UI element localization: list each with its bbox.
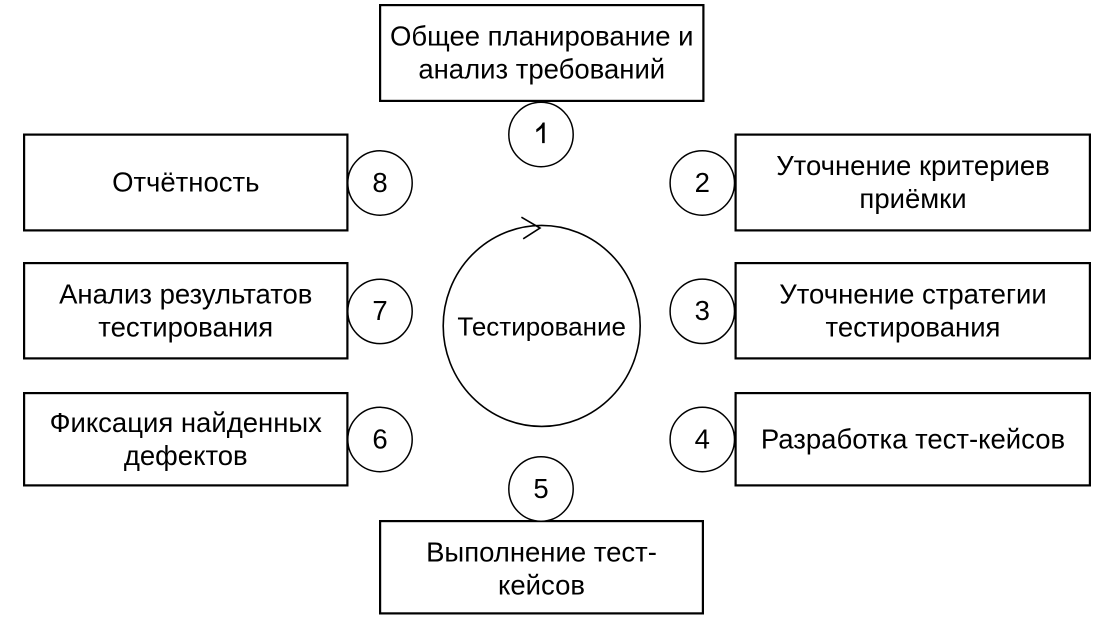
svg-text:Анализ результатов: Анализ результатов	[59, 279, 312, 310]
svg-text:тестирования: тестирования	[826, 312, 1001, 343]
svg-text:приёмки: приёмки	[859, 183, 966, 214]
svg-text:8: 8	[372, 167, 387, 198]
svg-text:кейсов: кейсов	[498, 570, 585, 601]
svg-text:Фиксация найденных: Фиксация найденных	[50, 407, 323, 438]
svg-text:3: 3	[695, 295, 710, 326]
svg-text:7: 7	[372, 295, 387, 326]
svg-text:тестирования: тестирования	[98, 312, 273, 343]
svg-text:дефектов: дефектов	[124, 440, 248, 471]
svg-text:Выполнение тест-: Выполнение тест-	[426, 537, 657, 568]
svg-text:6: 6	[372, 423, 387, 454]
svg-text:4: 4	[695, 423, 710, 454]
svg-text:анализ требований: анализ требований	[418, 54, 665, 85]
svg-text:Общее планирование и: Общее планирование и	[390, 21, 694, 52]
svg-text:Уточнение критериев: Уточнение критериев	[776, 150, 1050, 181]
svg-text:5: 5	[533, 473, 548, 504]
svg-text:Разработка тест-кейсов: Разработка тест-кейсов	[761, 424, 1065, 455]
svg-text:2: 2	[695, 167, 710, 198]
svg-text:Уточнение стратегии: Уточнение стратегии	[779, 279, 1046, 310]
svg-text:Тестирование: Тестирование	[457, 312, 626, 342]
svg-text:Отчётность: Отчётность	[112, 166, 259, 197]
